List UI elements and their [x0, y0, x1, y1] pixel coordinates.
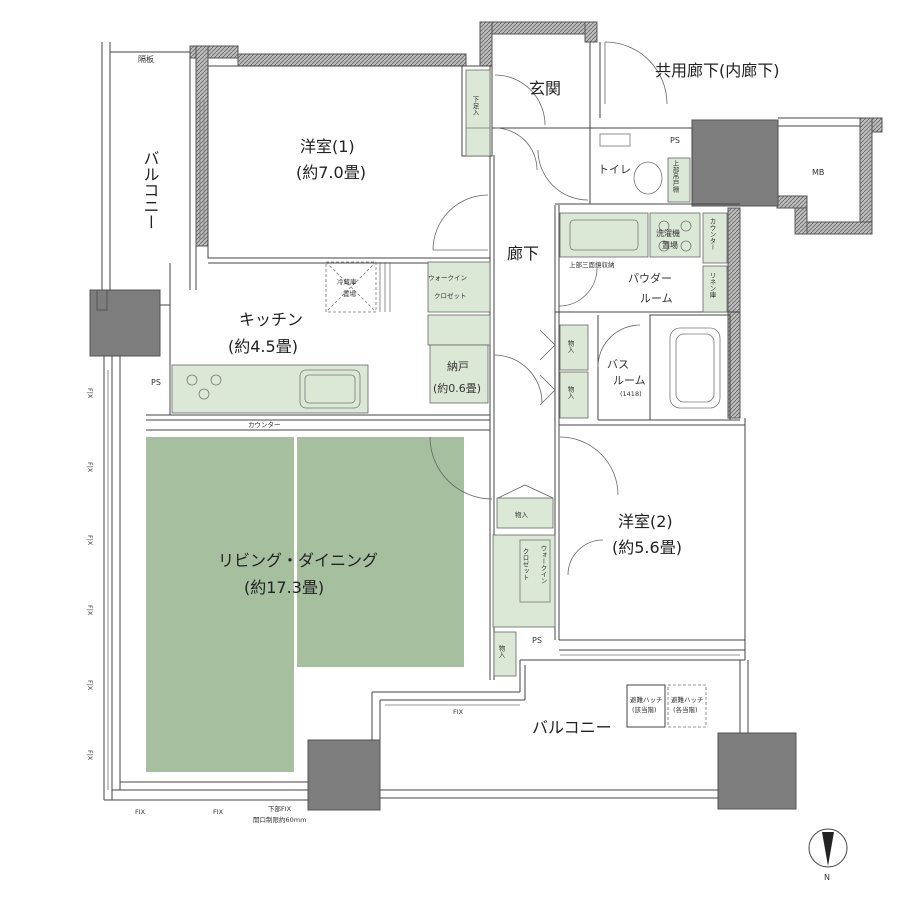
- fridge-label-2: 置場: [343, 289, 357, 298]
- escape-hatches: [626, 684, 707, 728]
- western2-name: 洋室(2): [618, 512, 673, 531]
- western2-size: (約5.6畳): [612, 538, 682, 557]
- powder-counter-label: カウンター: [708, 218, 716, 251]
- fix-label-left-5: F|X: [86, 680, 94, 691]
- fix-label-left-3: F|X: [86, 535, 94, 546]
- balcony-south-label: バルコニー: [532, 718, 612, 737]
- storage-name: 納戸: [447, 360, 469, 373]
- wic2-label-1: ウォークイン: [539, 545, 547, 584]
- living-name: リビング・ダイニング: [218, 551, 378, 570]
- structural-pillars: [89, 119, 797, 811]
- storage-item-room2: 物入: [515, 510, 529, 519]
- storage-item-balcony: 物入: [497, 644, 505, 659]
- bath-label-2: ルーム: [613, 374, 646, 387]
- bath-label-1: バス: [607, 358, 629, 371]
- fridge-label-1: 冷蔵庫: [337, 277, 357, 286]
- upper-cabinet-label: 上部吊戸棚: [671, 159, 679, 194]
- wic-label-2: クロゼット: [434, 291, 467, 300]
- fix-label-left-2: F|X: [86, 462, 94, 473]
- powder-label-2: ルーム: [640, 292, 673, 305]
- washer-label-1: 洗濯機: [656, 228, 680, 238]
- storage-item-powder-2: 物入: [566, 385, 574, 400]
- wic-label-1: ウォークイン: [428, 274, 467, 282]
- mb-label: MB: [812, 168, 824, 177]
- lower-fix-label-2: 開口制限約60mm: [253, 815, 306, 824]
- entrance-label: 玄関: [529, 79, 561, 98]
- corridor-label: 廊下: [507, 244, 539, 263]
- living-floor-finish: [146, 437, 464, 772]
- fixtures: [171, 69, 728, 677]
- windows: [107, 100, 740, 790]
- fix-label-left-6: F|X: [86, 750, 94, 761]
- fix-label-balcony: FIX: [453, 708, 464, 716]
- hatch-lower-label: 避難ハッチ: [630, 695, 663, 704]
- western1-size: (約7.0畳): [296, 163, 366, 182]
- kitchen-counter-label: カウンター: [248, 420, 281, 429]
- doors: [429, 41, 668, 576]
- kitchen-name: キッチン: [239, 310, 303, 329]
- wic2-label-2: クロゼット: [521, 548, 529, 581]
- compass: [808, 828, 848, 868]
- labels: 洋室(1) (約7.0畳) キッチン (約4.5畳) リビング・ダイニング (約…: [86, 54, 830, 882]
- linen-label: リネン庫: [708, 272, 716, 299]
- exterior-walls: [189, 21, 883, 419]
- storage-size: (約0.6畳): [433, 381, 481, 395]
- compass-label: N: [824, 873, 830, 882]
- bath-size: (1418): [620, 390, 642, 398]
- fix-label-bottom-1: FIX: [135, 808, 146, 816]
- storage-item-powder-1: 物入: [566, 339, 574, 354]
- hatch-lower-sub: (該当階): [632, 705, 657, 714]
- powder-label-1: パウダー: [628, 271, 672, 285]
- kitchen-size: (約4.5畳): [228, 337, 298, 356]
- ps-label-kitchen: PS: [151, 378, 161, 387]
- partition-label: 隔板: [138, 54, 154, 64]
- toilet-label: トイレ: [598, 163, 631, 176]
- balcony-west-label: バルコニー: [141, 150, 160, 230]
- fix-label-left-1: F|X: [86, 388, 94, 399]
- washer-label-2: 置場: [662, 240, 678, 250]
- hatch-upper-sub: (各当階): [673, 705, 698, 714]
- ps-label-room2: PS: [532, 636, 542, 645]
- fix-label-bottom-2: FIX: [213, 808, 224, 816]
- upper-mirror-label: 上部三面鏡収納: [569, 260, 615, 269]
- shoe-box-label: 下足入: [471, 96, 479, 116]
- western1-name: 洋室(1): [300, 137, 355, 156]
- hatch-upper-label: 避難ハッチ: [671, 695, 704, 704]
- living-size: (約17.3畳): [244, 578, 324, 597]
- fix-label-left-4: F|X: [86, 605, 94, 616]
- common-corridor-label: 共用廊下(内廊下): [655, 61, 780, 80]
- ps-label-toilet: PS: [670, 136, 680, 145]
- lower-fix-label-1: 下部FIX: [268, 804, 292, 813]
